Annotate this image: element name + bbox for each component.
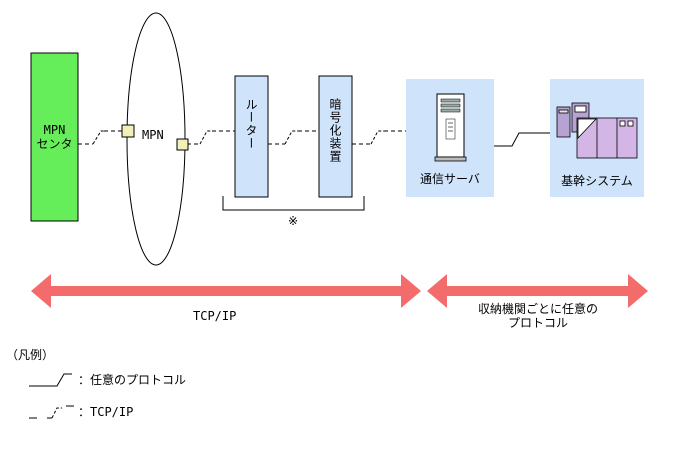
router-box	[234, 75, 269, 198]
encryption-box	[318, 75, 353, 198]
bracket	[222, 196, 365, 211]
mpn-center-line2: センタ	[36, 137, 73, 151]
bracket-note: ※	[288, 214, 299, 228]
protocol-range-line1: 収納機関ごとに任意の	[477, 302, 598, 316]
protocol-range-arrow	[427, 274, 648, 308]
mpn-center-line1: MPN	[43, 123, 66, 137]
protocol-range-line2: プロトコル	[507, 316, 568, 330]
mpn-center-label: MPN センタ	[31, 123, 78, 151]
comm-server-label: 通信サーバ	[420, 172, 480, 186]
legend-tcpip-label: ：TCP/IP	[78, 405, 134, 419]
core-system-label: 基幹システム	[561, 174, 633, 188]
tcpip-range-arrow	[31, 274, 421, 308]
legend-protocol-label: ：任意のプロトコル	[78, 373, 187, 387]
legend-protocol-symbol	[29, 373, 72, 387]
mpn-label: MPN	[142, 128, 164, 142]
mpn-center-box	[30, 52, 79, 222]
mpn-port-right	[176, 138, 189, 151]
router-label: ルーター	[244, 98, 258, 150]
encryption-label: 暗号化装置	[328, 98, 342, 163]
protocol-range-label: 収納機関ごとに任意の プロトコル	[458, 302, 618, 330]
tcpip-links	[78, 130, 406, 145]
legend-tcpip-symbol	[29, 405, 74, 419]
tcpip-range-label: TCP/IP	[193, 309, 237, 323]
server-icon	[434, 93, 467, 162]
protocol-link	[494, 132, 550, 147]
mpn-port-left	[121, 124, 135, 138]
legend-title: （凡例）	[6, 348, 55, 362]
mainframe-icon	[556, 102, 638, 159]
